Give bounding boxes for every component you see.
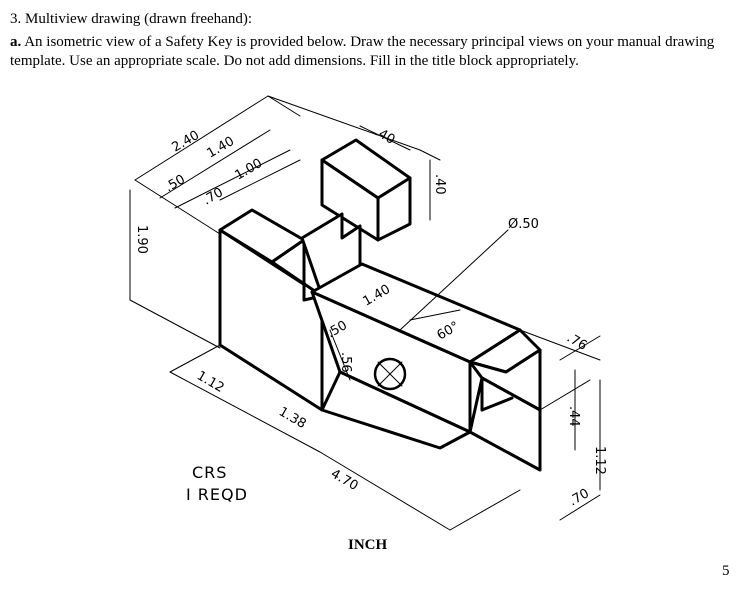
dim-base-2: 1.38	[276, 404, 309, 431]
note-material: CRS	[192, 463, 227, 482]
dim-top-width: .40	[372, 124, 397, 147]
problem-instruction: a. An isometric view of a Safety Key is …	[10, 33, 743, 71]
left-block-side	[270, 238, 324, 302]
dim-tip-height: 1.12	[592, 446, 607, 475]
tip-face	[468, 348, 542, 412]
dim-overall-height: 1.90	[134, 225, 149, 254]
dim-step-2: 1.00	[233, 156, 266, 183]
dim-overall-length: 4.70	[328, 466, 361, 493]
page-number: 5	[722, 563, 730, 579]
part-label: a.	[10, 34, 22, 50]
dim-hole-offset: .56	[338, 352, 353, 373]
hole	[373, 357, 407, 391]
dim-step-4: .70	[201, 185, 226, 208]
dim-step-1: 1.40	[205, 134, 238, 161]
dim-tip-3: .70	[567, 486, 592, 509]
dim-overall-width: 2.40	[170, 128, 203, 155]
dim-top-height: .40	[432, 174, 447, 195]
safety-key-outline	[218, 138, 542, 472]
dim-tip-2: .44	[566, 406, 581, 427]
unit-label: INCH	[348, 537, 388, 553]
note-quantity: I REQD	[186, 485, 248, 504]
dim-step-3: .50	[163, 172, 188, 195]
dim-tip-1: .76	[564, 330, 589, 353]
dim-hole-diameter: Ø.50	[508, 217, 539, 232]
instruction-text: An isometric view of a Safety Key is pro…	[10, 34, 715, 69]
dim-base-1: 1.12	[194, 368, 227, 395]
post-side	[376, 176, 412, 242]
arm-bottom-edge	[320, 370, 472, 450]
dimension-lines	[129, 95, 601, 531]
problem-heading: 3. Multiview drawing (drawn freehand):	[10, 11, 253, 27]
